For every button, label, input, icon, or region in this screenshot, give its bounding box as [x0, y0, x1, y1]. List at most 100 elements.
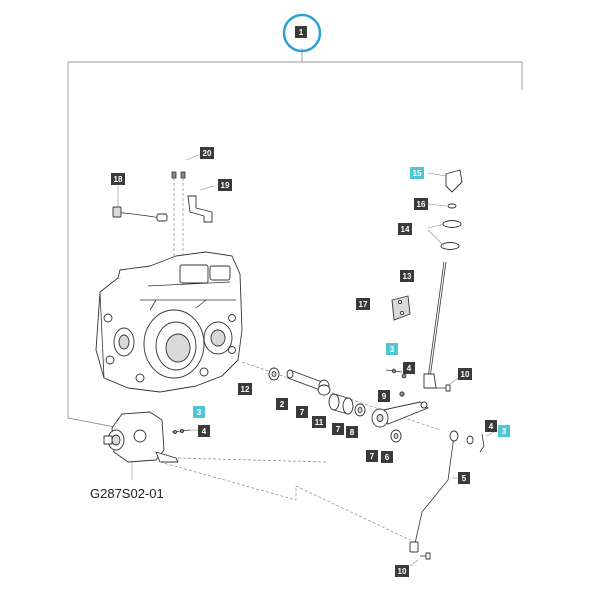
callout-box-c4a — [198, 425, 210, 437]
callout-c4b: 4 — [403, 362, 415, 374]
drawing-code: G287S02-01 — [90, 486, 164, 501]
callout-box-c10b — [395, 565, 409, 577]
callout-box-c7c — [366, 450, 378, 462]
callout-label-c4c: 4 — [489, 422, 494, 431]
callout-c6: 6 — [381, 451, 393, 463]
callout-label-c7a: 7 — [300, 408, 305, 417]
screws-part-20 — [171, 154, 200, 265]
callout-box-c8 — [346, 426, 358, 438]
callout-label-c18: 18 — [114, 175, 123, 184]
pin-and-nut-upper — [385, 368, 407, 379]
callout-box-c2 — [276, 398, 288, 410]
callout-box-c1 — [295, 26, 307, 38]
callout-box-c18 — [111, 173, 125, 185]
callout-label-c6: 6 — [385, 453, 390, 462]
callout-c3b: 3 — [386, 343, 398, 355]
callout-box-c14 — [398, 223, 412, 235]
shaft-assembly — [268, 367, 366, 417]
callout-label-c17: 17 — [359, 300, 368, 309]
callout-label-c9: 9 — [382, 392, 387, 401]
callout-label-c19: 19 — [221, 181, 230, 190]
washer-part-6 — [390, 429, 402, 443]
callout-c5: 5 — [458, 472, 470, 484]
callout-c17: 17 — [356, 298, 370, 310]
clip-part-16 — [427, 203, 457, 209]
callout-box-c13 — [400, 270, 414, 282]
callout-box-c4c — [485, 420, 497, 432]
callout-c10a: 10 — [458, 368, 472, 380]
callout-label-c1: 1 — [299, 28, 304, 37]
callout-c10b: 10 — [395, 565, 409, 577]
callout-c9: 9 — [378, 390, 390, 402]
callout-label-c3b: 3 — [390, 345, 395, 354]
sensor-part-18 — [112, 186, 168, 222]
callout-c2: 2 — [276, 398, 288, 410]
callout-box-c16 — [414, 198, 428, 210]
callout-c1: 1 — [295, 26, 307, 38]
link-rod-part-5 — [409, 430, 460, 553]
callout-label-c7c: 7 — [370, 452, 375, 461]
callout-label-c2: 2 — [280, 400, 285, 409]
bracket-part-19 — [187, 185, 215, 223]
callout-label-c10b: 10 — [398, 567, 407, 576]
callout-c16: 16 — [414, 198, 428, 210]
callout-label-c20: 20 — [203, 149, 212, 158]
knob-part-15 — [427, 169, 463, 193]
callout-c7c: 7 — [366, 450, 378, 462]
callout-c3a: 3 — [193, 406, 205, 418]
callout-c20: 20 — [200, 147, 214, 159]
callout-label-c16: 16 — [417, 200, 426, 209]
callout-c12: 12 — [238, 383, 252, 395]
callout-box-c19 — [218, 179, 232, 191]
callout-label-c5: 5 — [462, 474, 467, 483]
callout-label-c10a: 10 — [461, 370, 470, 379]
nut-part-9 — [399, 391, 405, 397]
callout-box-c9 — [378, 390, 390, 402]
callout-label-c13: 13 — [403, 272, 412, 281]
washers-part-14 — [427, 220, 462, 250]
plate-part-17 — [391, 295, 411, 321]
callout-label-c7b: 7 — [336, 425, 341, 434]
pin-and-nut-lower-left — [171, 428, 198, 434]
callout-c7b: 7 — [332, 423, 344, 435]
callout-box-c17 — [356, 298, 370, 310]
lever-arm-part-8 — [371, 401, 429, 428]
callout-label-c8: 8 — [350, 428, 355, 437]
bolt-part-10-lower — [409, 552, 431, 567]
callout-c7a: 7 — [296, 406, 308, 418]
callout-label-c14: 14 — [401, 225, 410, 234]
callout-label-c15: 15 — [413, 169, 422, 178]
callout-box-c7a — [296, 406, 308, 418]
callout-c18: 18 — [111, 173, 125, 185]
dashed-assembly-lines — [159, 361, 441, 541]
assembly-bracket — [67, 48, 523, 429]
callout-box-c7b — [332, 423, 344, 435]
callout-box-c5 — [458, 472, 470, 484]
callout-c4a: 4 — [198, 425, 210, 437]
callout-c3c: 3 — [498, 425, 510, 437]
callout-c19: 19 — [218, 179, 232, 191]
callout-box-c3b — [386, 343, 398, 355]
callout-label-c4a: 4 — [202, 427, 207, 436]
callout-c11: 11 — [312, 416, 326, 428]
callout-c4c: 4 — [485, 420, 497, 432]
callout-label-c3c: 3 — [502, 427, 507, 436]
gearbox-housing — [95, 251, 243, 393]
callout-box-c11 — [312, 416, 326, 428]
callout-box-c6 — [381, 451, 393, 463]
callout-label-c3a: 3 — [197, 408, 202, 417]
callout-box-c4b — [403, 362, 415, 374]
callout-box-c3a — [193, 406, 205, 418]
bolt-part-10-upper — [436, 377, 459, 392]
pin-and-washer-lower-right — [466, 429, 499, 453]
assembly-ring — [282, 13, 322, 53]
hydraulic-unit — [103, 411, 179, 480]
callout-c13: 13 — [400, 270, 414, 282]
callout-c14: 14 — [398, 223, 412, 235]
callout-box-c10a — [458, 368, 472, 380]
callout-box-c3c — [498, 425, 510, 437]
callout-c8: 8 — [346, 426, 358, 438]
callout-box-c20 — [200, 147, 214, 159]
control-rod-part-13 — [423, 261, 447, 389]
